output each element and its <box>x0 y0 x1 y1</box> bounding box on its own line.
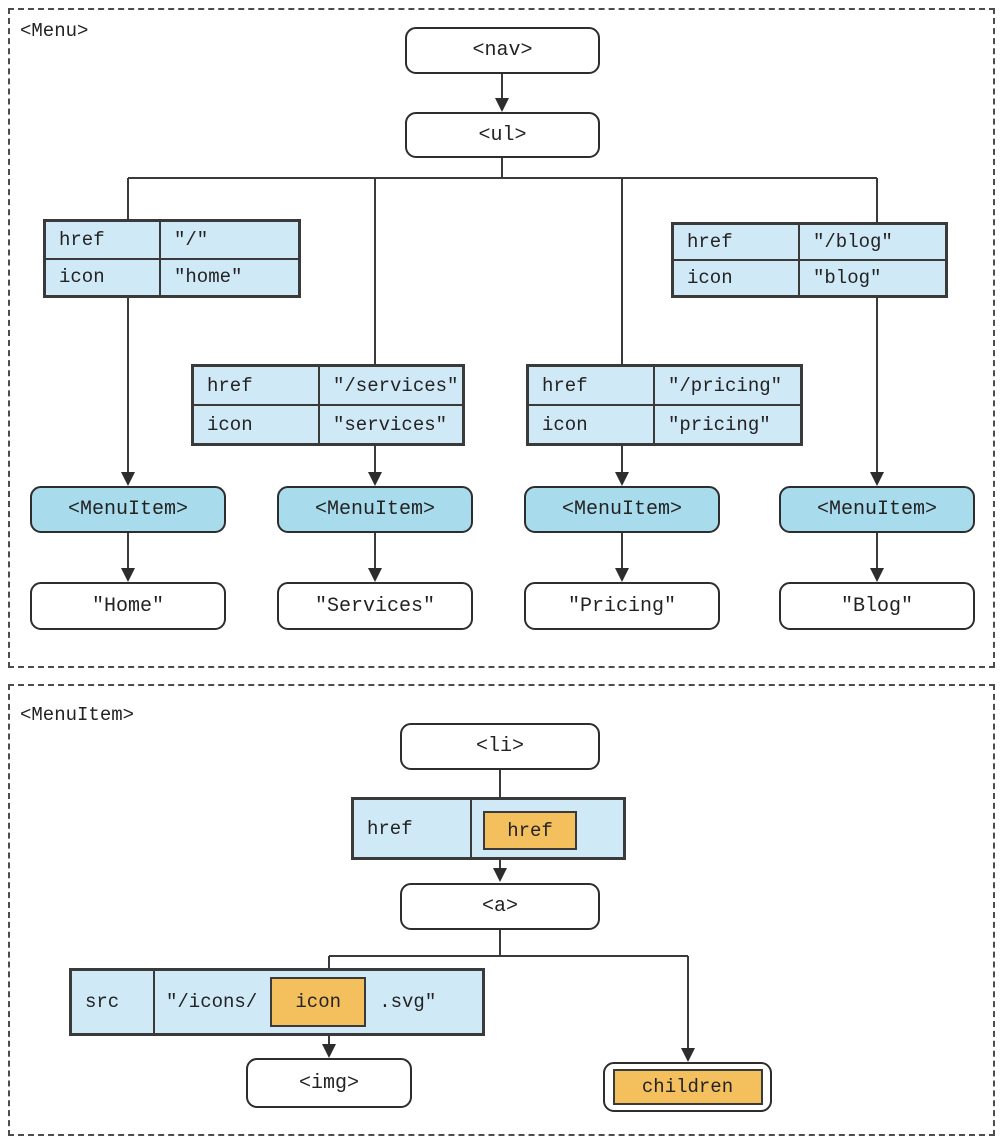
href-prop-table: href href <box>351 797 626 860</box>
href-slot: href <box>483 811 577 850</box>
ul-node: <ul> <box>405 112 600 158</box>
menu-panel-label: <Menu> <box>20 20 89 42</box>
text-content-node: "Home" <box>30 582 226 630</box>
prop-key: href <box>193 366 319 405</box>
menuitem-component-node: <MenuItem> <box>30 486 226 533</box>
menuitem-panel <box>8 684 995 1136</box>
children-node: children <box>603 1062 772 1112</box>
props-table-pricing: href "/pricing" icon "pricing" <box>526 364 803 446</box>
prop-key: src <box>71 970 154 1034</box>
menu-panel <box>8 8 995 668</box>
prop-key: href <box>45 221 160 259</box>
src-prefix-text: "/icons/ <box>166 991 258 1013</box>
props-table-home: href "/" icon "home" <box>43 219 301 298</box>
prop-value: "/blog" <box>799 224 946 260</box>
prop-value: "services" <box>319 405 463 444</box>
menuitem-component-node: <MenuItem> <box>277 486 473 533</box>
text-content-node: "Pricing" <box>524 582 720 630</box>
prop-value: "/pricing" <box>654 366 801 405</box>
prop-key: href <box>353 799 471 858</box>
prop-key: icon <box>45 258 160 296</box>
a-node: <a> <box>400 883 600 930</box>
prop-key: icon <box>528 405 654 444</box>
prop-value: "home" <box>160 258 299 296</box>
text-content-node: "Blog" <box>779 582 975 630</box>
menuitem-component-node: <MenuItem> <box>524 486 720 533</box>
src-prop-table: src "/icons/ icon .svg" <box>69 968 485 1036</box>
li-node: <li> <box>400 723 600 770</box>
prop-value: "/" <box>160 221 299 259</box>
props-table-services: href "/services" icon "services" <box>191 364 465 446</box>
menuitem-panel-label: <MenuItem> <box>20 704 135 726</box>
prop-key: href <box>673 224 799 260</box>
menuitem-panel-connectors <box>322 770 695 1062</box>
props-table-blog: href "/blog" icon "blog" <box>671 222 948 298</box>
prop-key: icon <box>193 405 319 444</box>
prop-value: "/icons/ icon .svg" <box>154 970 483 1034</box>
menuitem-component-node: <MenuItem> <box>779 486 975 533</box>
prop-value <box>471 799 624 858</box>
prop-value: "pricing" <box>654 405 801 444</box>
prop-key: icon <box>673 260 799 296</box>
prop-value: "blog" <box>799 260 946 296</box>
nav-node: <nav> <box>405 27 600 74</box>
children-slot: children <box>612 1069 763 1105</box>
prop-key: href <box>528 366 654 405</box>
img-node: <img> <box>246 1058 412 1108</box>
icon-slot: icon <box>270 977 367 1027</box>
prop-value: "/services" <box>319 366 463 405</box>
src-suffix-text: .svg" <box>379 991 437 1013</box>
text-content-node: "Services" <box>277 582 473 630</box>
